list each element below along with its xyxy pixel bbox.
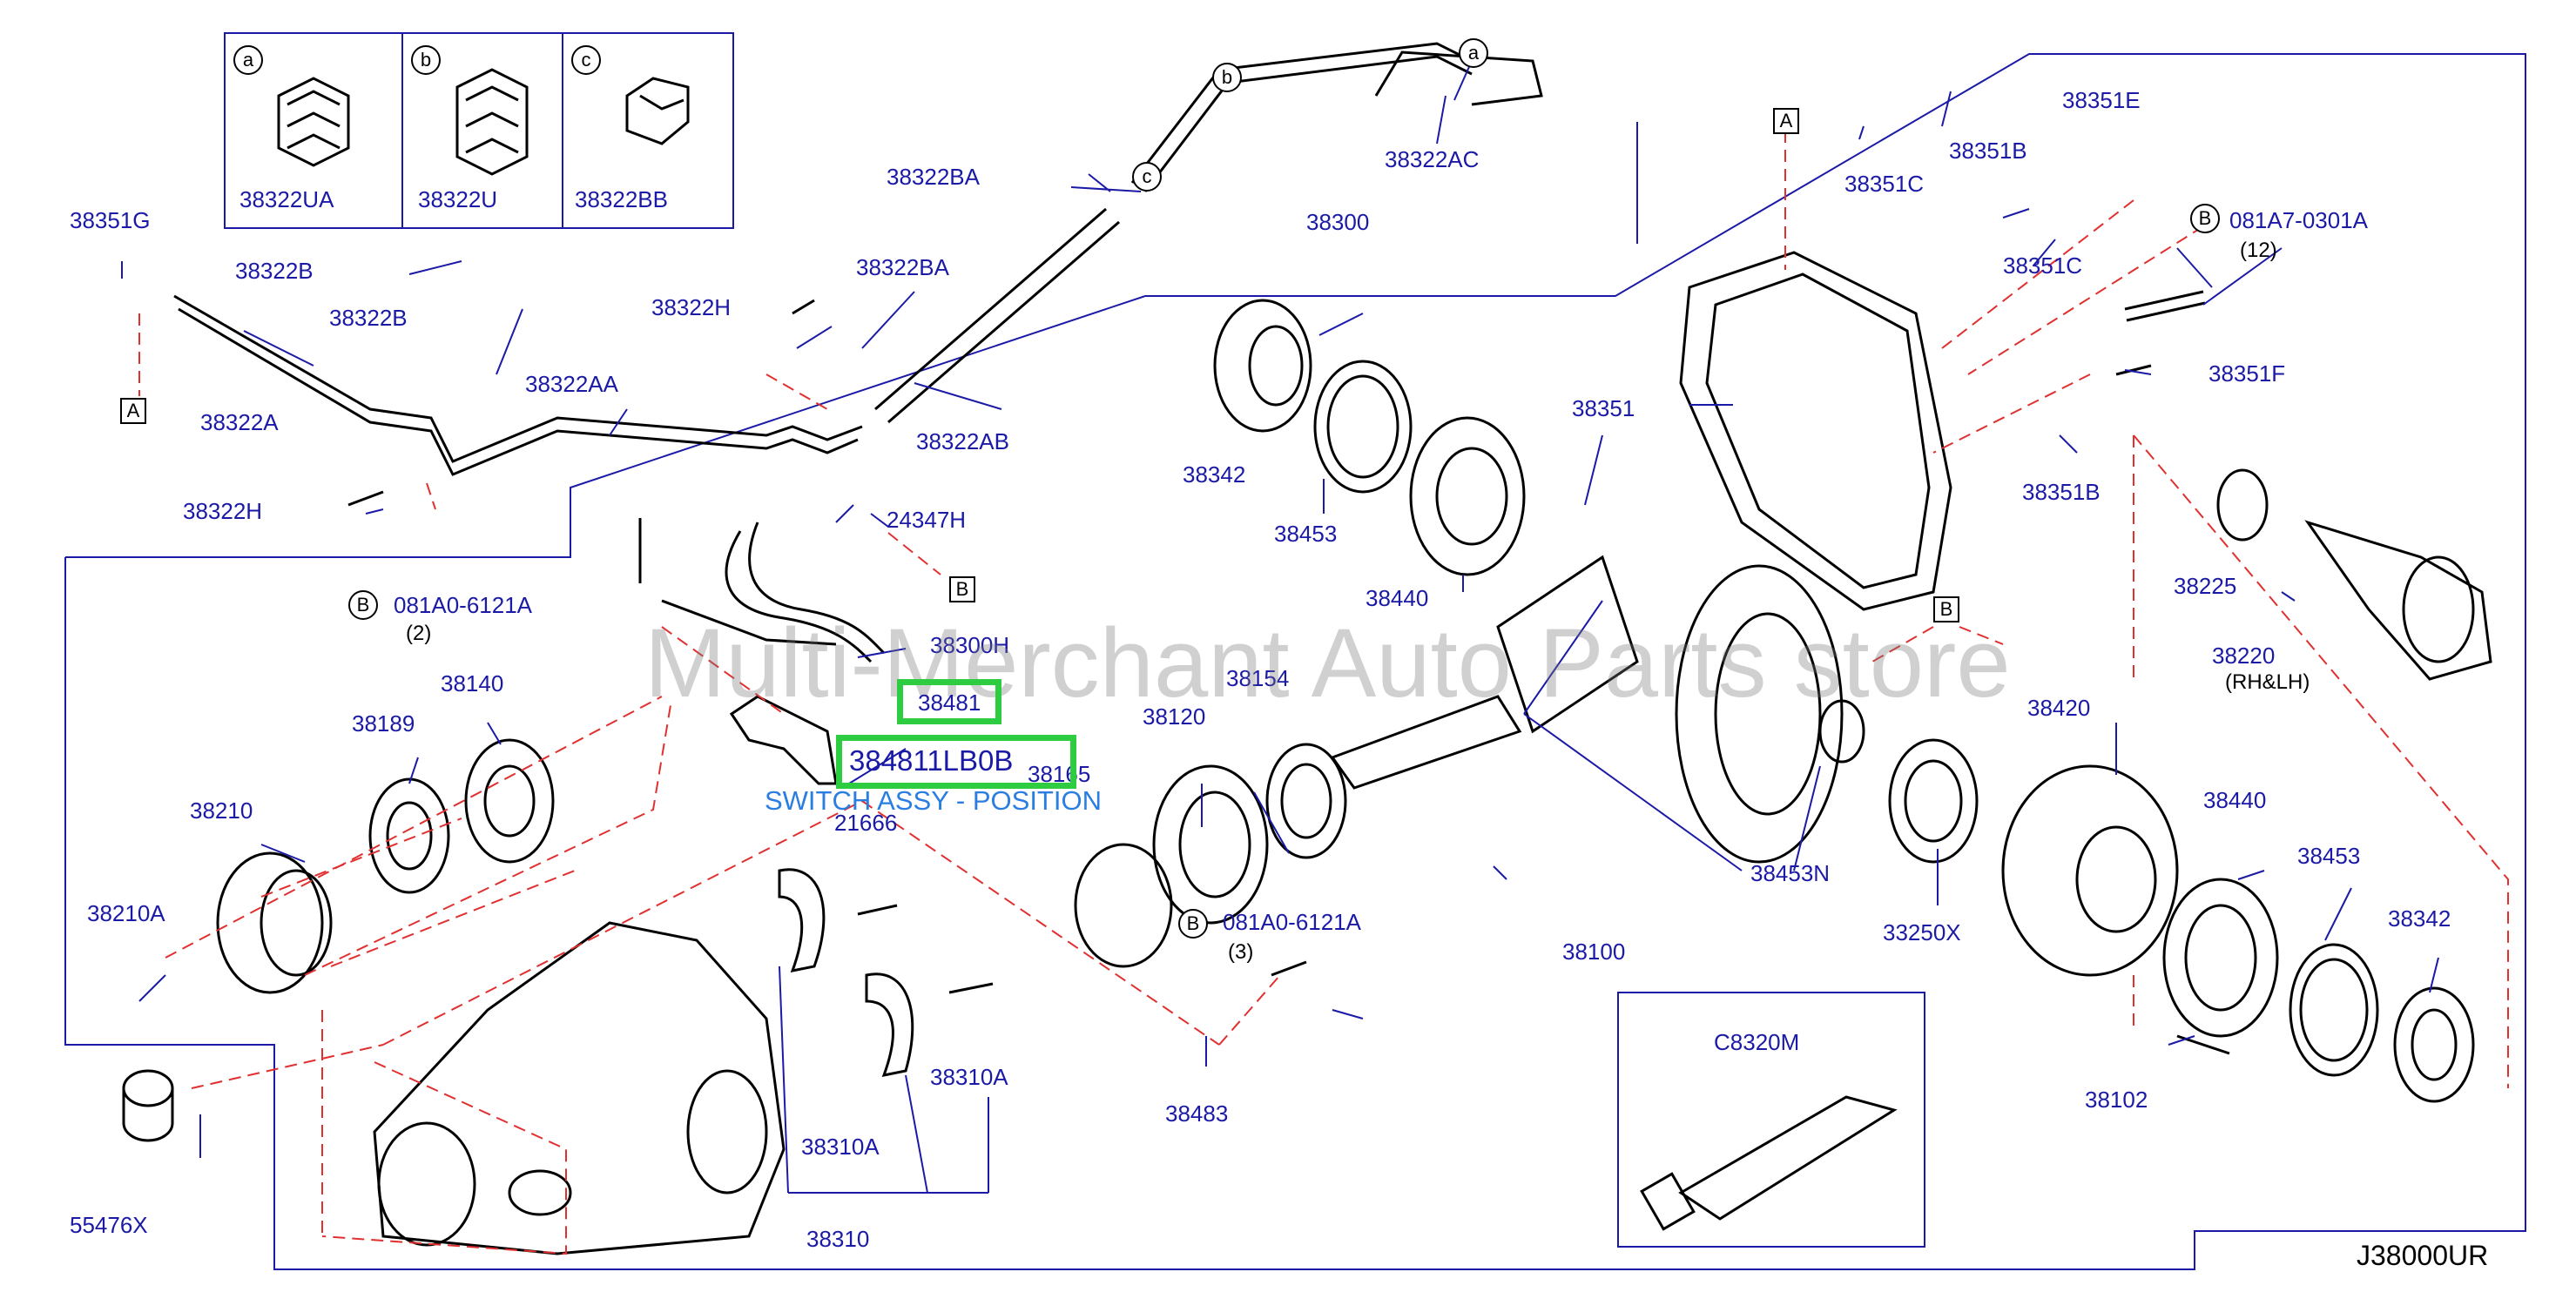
clip-38322BB-drawing: [625, 77, 690, 145]
label-38440-2[interactable]: 38440: [2203, 787, 2267, 813]
label-C8320M[interactable]: C8320M: [1714, 1029, 1800, 1055]
clip-38322U-drawing: [455, 68, 529, 176]
rear-cover: [1679, 251, 1952, 611]
tag-B-081A0-1: B: [348, 590, 378, 620]
label-081A0-6121A-2[interactable]: 081A0-6121A: [1223, 909, 1362, 935]
label-38351E[interactable]: 38351E: [2062, 87, 2141, 113]
label-38351B-2[interactable]: 38351B: [2022, 479, 2101, 505]
tag-A-square-left: A: [120, 398, 146, 424]
qty-2: (2): [406, 622, 432, 645]
tag-b-pipe: b: [1212, 63, 1242, 92]
tag-c-inset: c: [571, 45, 601, 75]
label-38310[interactable]: 38310: [806, 1226, 870, 1252]
highlight-selected-part: [836, 735, 1076, 789]
label-38351C-1[interactable]: 38351C: [1844, 171, 1925, 197]
label-38300H[interactable]: 38300H: [930, 632, 1010, 658]
label-38322H-2[interactable]: 38322H: [651, 294, 732, 320]
label-38342-2[interactable]: 38342: [2388, 905, 2451, 932]
tag-b-inset: b: [411, 45, 441, 75]
label-38351B-1[interactable]: 38351B: [1949, 138, 2027, 164]
tag-B-081A7: B: [2190, 204, 2220, 233]
label-38220[interactable]: 38220: [2212, 643, 2276, 669]
leader-lines: [121, 60, 2439, 1194]
red-dashed-guides: [138, 131, 2509, 1255]
label-38322AC[interactable]: 38322AC: [1385, 146, 1480, 172]
tag-a-pipe: a: [1459, 38, 1488, 68]
breather-pipes: [173, 42, 1543, 476]
label-38322B-2[interactable]: 38322B: [329, 305, 408, 331]
qty-3: (3): [1228, 940, 1254, 964]
label-38300[interactable]: 38300: [1306, 209, 1370, 235]
watermark-text: Multi-Merchant Auto Parts store: [644, 609, 2011, 717]
label-38102[interactable]: 38102: [2085, 1087, 2148, 1113]
wiring-harness: [661, 522, 886, 663]
differential-housing: [373, 921, 786, 1255]
tag-B-square-harness: B: [949, 576, 975, 602]
qty-12: (12): [2240, 239, 2277, 262]
label-081A7-0301A[interactable]: 081A7-0301A: [2229, 207, 2369, 233]
bearing-caps: [778, 868, 914, 1077]
selected-part-number[interactable]: 384811LB0B: [849, 744, 1014, 777]
inset-label-38322BB[interactable]: 38322BB: [575, 186, 668, 212]
label-38120[interactable]: 38120: [1143, 703, 1206, 730]
tag-c-pipe: c: [1132, 162, 1162, 192]
label-38342-1[interactable]: 38342: [1183, 461, 1246, 488]
label-38322BA-1[interactable]: 38322BA: [887, 164, 980, 190]
tag-a-inset: a: [233, 45, 263, 75]
label-38322A[interactable]: 38322A: [200, 409, 279, 435]
differential-case: [2001, 764, 2179, 977]
label-38140[interactable]: 38140: [441, 670, 504, 696]
selected-part-description: SWITCH ASSY - POSITION: [765, 785, 1102, 816]
label-33250X[interactable]: 33250X: [1883, 919, 1961, 945]
diagram-code: J38000UR: [2357, 1240, 2489, 1271]
label-38189[interactable]: 38189: [352, 710, 415, 737]
label-38453-2[interactable]: 38453: [2297, 843, 2361, 869]
bearings-and-seals: [122, 299, 2475, 1142]
label-38440-1[interactable]: 38440: [1366, 585, 1429, 611]
side-flange: [2304, 520, 2492, 681]
label-21666[interactable]: 21666: [834, 810, 898, 836]
label-38453-1[interactable]: 38453: [1274, 521, 1338, 547]
label-38322H-1[interactable]: 38322H: [183, 498, 263, 524]
highlight-38481: [897, 679, 1001, 724]
label-38322BA-2[interactable]: 38322BA: [856, 254, 949, 280]
label-38483[interactable]: 38483: [1165, 1100, 1229, 1127]
clip-38322UA-drawing: [277, 77, 350, 167]
label-38210A[interactable]: 38210A: [87, 900, 165, 926]
label-38100[interactable]: 38100: [1562, 939, 1626, 965]
pinion-and-ring-gear: [1330, 555, 1844, 864]
clip-inset-table: [224, 32, 734, 229]
label-38154[interactable]: 38154: [1226, 665, 1290, 691]
label-38453N[interactable]: 38453N: [1750, 860, 1831, 886]
label-38322AA[interactable]: 38322AA: [525, 371, 618, 397]
label-38310A-lower[interactable]: 38310A: [801, 1134, 880, 1160]
label-081A0-6121A-1[interactable]: 081A0-6121A: [394, 592, 533, 618]
label-38351F[interactable]: 38351F: [2208, 360, 2286, 387]
sealant-tube: [1640, 1095, 1898, 1231]
inset-label-38322U[interactable]: 38322U: [418, 186, 498, 212]
label-55476X[interactable]: 55476X: [70, 1212, 148, 1238]
label-38351C-2[interactable]: 38351C: [2003, 252, 2083, 279]
bracket-drawing: [729, 695, 838, 785]
label-38210[interactable]: 38210: [190, 797, 253, 824]
label-38481[interactable]: 38481: [918, 690, 981, 716]
label-38322AB[interactable]: 38322AB: [916, 428, 1009, 454]
label-24347H[interactable]: 24347H: [887, 507, 967, 533]
tag-B-081A0-2: B: [1178, 909, 1208, 939]
inset-label-38322UA[interactable]: 38322UA: [239, 186, 334, 212]
bolts: [347, 290, 2230, 1055]
tag-A-square-cover: A: [1773, 108, 1799, 134]
qty-rh-lh: (RH&LH): [2225, 670, 2310, 694]
label-38351G[interactable]: 38351G: [70, 207, 151, 233]
tag-B-square-sensor: B: [1933, 596, 1959, 622]
label-38310A-upper[interactable]: 38310A: [930, 1064, 1008, 1090]
assembly-boundary: [64, 53, 2526, 1270]
label-38225[interactable]: 38225: [2174, 573, 2237, 599]
label-38351[interactable]: 38351: [1572, 395, 1635, 421]
label-38420[interactable]: 38420: [2027, 695, 2091, 721]
label-38322B-1[interactable]: 38322B: [235, 258, 314, 284]
